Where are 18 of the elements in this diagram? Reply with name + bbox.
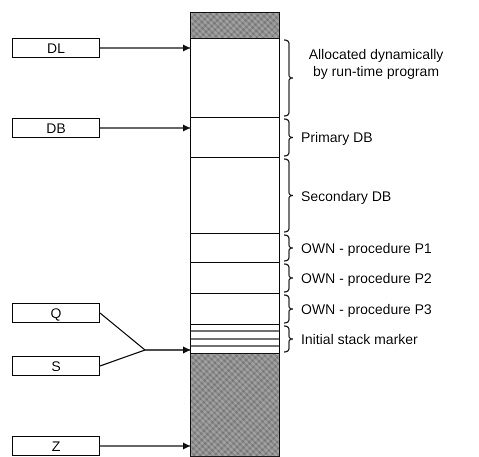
arrow bbox=[100, 124, 190, 132]
unallocated-memory-area bbox=[190, 12, 280, 39]
segment-label: Secondary DB bbox=[301, 188, 392, 205]
register-box: Z bbox=[12, 436, 100, 456]
arrow bbox=[100, 442, 190, 450]
register-box: Q bbox=[12, 303, 100, 323]
register-box: S bbox=[12, 356, 100, 376]
register-box: DL bbox=[12, 38, 100, 58]
arrow bbox=[100, 44, 190, 52]
unallocated-memory-area bbox=[190, 353, 280, 457]
segment-label: OWN - procedure P1 bbox=[301, 240, 432, 257]
segment-label: Allocated dynamically by run-time program bbox=[308, 46, 444, 80]
register-box: DB bbox=[12, 118, 100, 138]
segment-label: Initial stack marker bbox=[301, 331, 418, 348]
segment-label: Primary DB bbox=[301, 129, 373, 146]
segment-label: OWN - procedure P2 bbox=[301, 270, 432, 287]
arrow bbox=[100, 346, 190, 367]
segment-label: OWN - procedure P3 bbox=[301, 301, 432, 318]
